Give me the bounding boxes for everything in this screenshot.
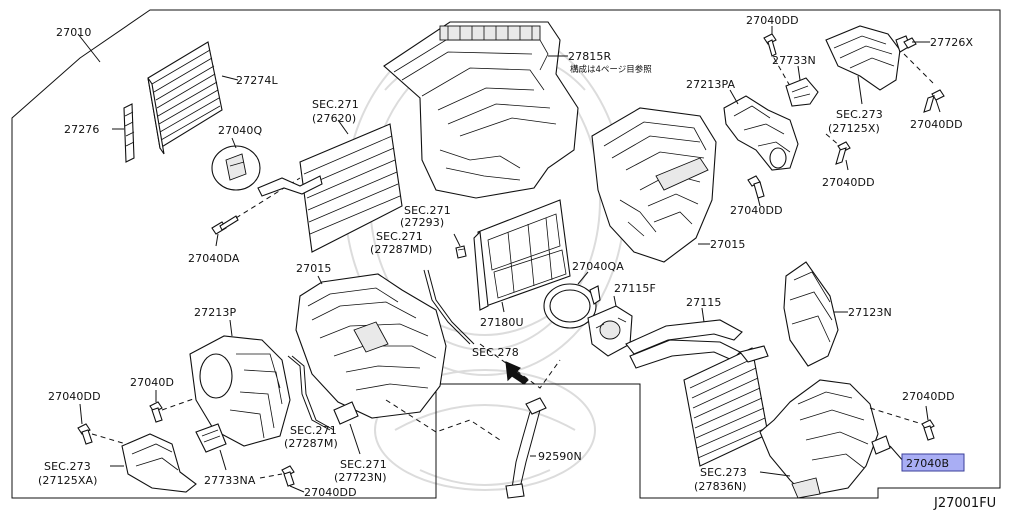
sec-label-271-287M-b: (27287M) [284, 437, 338, 450]
screw-27040DD-top [763, 33, 777, 57]
evaporator-27620 [257, 123, 403, 253]
part-label-27040D: 27040D [130, 376, 174, 389]
sec-label-271-287M-a: SEC.271 [290, 424, 337, 437]
part-label-27733N: 27733N [772, 54, 816, 67]
duct-27123N [783, 261, 839, 367]
part-label-27815R: 27815R [568, 50, 611, 63]
part-label-27040QA: 27040QA [572, 260, 624, 273]
part-label-27180U: 27180U [480, 316, 524, 329]
part-label-27040DD-bottom: 27040DD [304, 486, 357, 499]
bracket-27115F [587, 305, 633, 357]
sec-label-273-836N-b: (27836N) [694, 480, 747, 493]
bracket-27723N [333, 401, 359, 425]
sec-label-271-293-b: (27293) [400, 216, 444, 229]
sec-label-271-287MD-a: SEC.271 [376, 230, 423, 243]
part-label-27274L: 27274L [236, 74, 278, 87]
highlight-box-27040B[interactable] [901, 453, 965, 472]
motor-bracket-27213PA [723, 95, 799, 171]
cable-27287M [287, 355, 331, 431]
sec-label-271-b: (27620) [312, 112, 356, 125]
screw-27040DD-b [281, 465, 295, 487]
heater-case-upper-27815R [383, 21, 579, 199]
sensor-27293 [455, 245, 467, 259]
sec-label-273-836N-a: SEC.273 [700, 466, 747, 479]
part-label-27015-right: 27015 [710, 238, 746, 251]
part-label-27726X: 27726X [930, 36, 973, 49]
heater-case-left-27015 [295, 273, 447, 419]
part-label-27040DD-top: 27040DD [746, 14, 799, 27]
diagram-code: J27001FU [933, 496, 996, 510]
part-label-27040DD-r4: 27040DD [902, 390, 955, 403]
screw-27040DD-r2 [835, 141, 851, 165]
sec-label-273-a: SEC.273 [836, 108, 883, 121]
part-label-27733NA: 27733NA [204, 474, 256, 487]
sec-label-273-b: (27125X) [828, 122, 880, 135]
air-filter-27274L [147, 41, 223, 155]
sec-label-278: SEC.278 [472, 346, 519, 359]
heater-core-27115 [625, 319, 769, 467]
screw-27040DD-r3 [747, 175, 765, 199]
sec-label-271-293-a: SEC.271 [404, 204, 451, 217]
part-label-27040Q: 27040Q [218, 124, 262, 137]
part-label-27115F: 27115F [614, 282, 656, 295]
clip-27726X [895, 35, 917, 53]
assembly-boundary [11, 9, 1001, 499]
cable-27287MD [423, 269, 471, 345]
part-label-27213PA: 27213PA [686, 78, 736, 91]
part-label-27276: 27276 [64, 123, 100, 136]
sec-label-271-723N-b: (27723N) [334, 471, 387, 484]
sec-label-273-xa-b: (27125XA) [38, 474, 98, 487]
heater-case-right-27015 [591, 107, 717, 263]
cover-27125X [825, 25, 901, 91]
screw-27040DD-r1 [923, 89, 945, 113]
sec-label-271-287MD-b: (27287MD) [370, 243, 432, 256]
grille-27180U [473, 199, 571, 311]
part-label-27015-left: 27015 [296, 262, 332, 275]
lower-case-27836N [759, 379, 879, 499]
actuator-27040QA [543, 283, 601, 329]
sec-label-271-723N-a: SEC.271 [340, 458, 387, 471]
screw-27040DA [211, 215, 239, 235]
part-label-27040DD-r2: 27040DD [822, 176, 875, 189]
screw-27040DD-r4 [921, 419, 935, 441]
part-label-27040DD-r1: 27040DD [910, 118, 963, 131]
filter-clip-27276 [123, 103, 135, 163]
part-label-92590N: 92590N [538, 450, 582, 463]
part-label-27010: 27010 [56, 26, 92, 39]
part-label-27115: 27115 [686, 296, 722, 309]
module-27733NA [195, 423, 227, 453]
part-label-27040B[interactable]: 27040B [906, 457, 949, 470]
blower-unit-27213P [189, 335, 291, 447]
hose-92590N [505, 397, 547, 499]
part-label-27040DD-r3: 27040DD [730, 204, 783, 217]
sec-label-273-xa-a: SEC.273 [44, 460, 91, 473]
part-label-27040DD-left: 27040DD [48, 390, 101, 403]
part-27040B [871, 435, 891, 455]
sensor-27733N [785, 77, 819, 107]
sec-label-271-a: SEC.271 [312, 98, 359, 111]
part-label-27123N: 27123N [848, 306, 892, 319]
cover-27125XA [121, 433, 197, 493]
actuator-27040Q [211, 145, 261, 191]
screw-27040D [149, 401, 163, 423]
part-label-27040DA: 27040DA [188, 252, 240, 265]
part-label-27213P: 27213P [194, 306, 236, 319]
screw-27040DD-l [77, 423, 93, 445]
page-reference-note: 構成は4ページ目参照 [570, 64, 652, 75]
